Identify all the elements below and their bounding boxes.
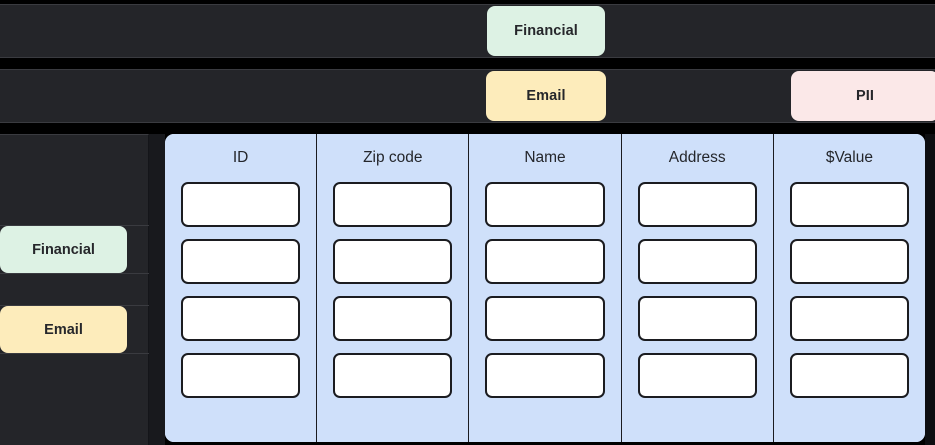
- column-header-address: Address: [668, 149, 726, 166]
- sidebar-item-financial[interactable]: Financial: [0, 226, 127, 273]
- column-header-zip-code: Zip code: [363, 149, 423, 166]
- table-cell[interactable]: [789, 296, 910, 341]
- table-column-value: $Value: [773, 134, 925, 442]
- table-cells-zip-code: [317, 182, 468, 442]
- table-cell[interactable]: [333, 182, 453, 227]
- sidebar-item-email[interactable]: Email: [0, 306, 127, 353]
- table-cell[interactable]: [485, 239, 605, 284]
- table-cell[interactable]: [181, 239, 301, 284]
- table-cell[interactable]: [485, 182, 605, 227]
- tag-pii-top[interactable]: PII: [791, 71, 935, 121]
- column-header-id: ID: [232, 149, 249, 166]
- tag-row-top-2: [0, 69, 935, 123]
- sidebar-divider: [0, 305, 149, 306]
- table-cell[interactable]: [637, 182, 757, 227]
- sidebar-divider: [0, 225, 149, 226]
- table-cell[interactable]: [789, 239, 910, 284]
- table-cell[interactable]: [333, 296, 453, 341]
- table-cell[interactable]: [181, 182, 301, 227]
- table-cell[interactable]: [333, 353, 453, 398]
- table-cells-id: [165, 182, 316, 442]
- table-cell[interactable]: [181, 353, 301, 398]
- table-cell[interactable]: [181, 296, 301, 341]
- table-cells-name: [469, 182, 620, 442]
- sidebar: Financial Email: [0, 134, 149, 445]
- table-column-name: Name: [469, 134, 622, 442]
- table-right-gutter: [925, 134, 935, 445]
- table-cell[interactable]: [637, 353, 757, 398]
- tag-financial-top[interactable]: Financial: [487, 6, 605, 56]
- sidebar-divider: [0, 273, 149, 274]
- table-column-id: ID: [165, 134, 318, 442]
- table-cell[interactable]: [637, 239, 757, 284]
- tag-email-top[interactable]: Email: [486, 71, 606, 121]
- table-cell[interactable]: [789, 182, 910, 227]
- table-column-address: Address: [621, 134, 774, 442]
- sidebar-divider: [0, 353, 149, 354]
- column-header-value: $Value: [825, 149, 873, 166]
- table-cells-address: [622, 182, 773, 442]
- column-header-name: Name: [524, 149, 566, 166]
- tag-row-top-1: [0, 4, 935, 58]
- table-cell[interactable]: [333, 239, 453, 284]
- table-column-zip-code: Zip code: [317, 134, 470, 442]
- table-cells-value: [774, 182, 925, 442]
- table-cell[interactable]: [485, 353, 605, 398]
- sidebar-gutter: [149, 134, 165, 445]
- table-cell[interactable]: [485, 296, 605, 341]
- table-cell[interactable]: [789, 353, 910, 398]
- data-table: ID Zip code Name: [165, 134, 925, 442]
- table-cell[interactable]: [637, 296, 757, 341]
